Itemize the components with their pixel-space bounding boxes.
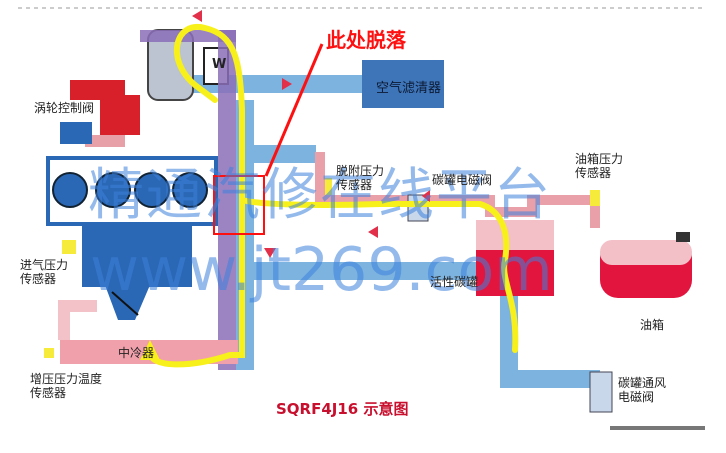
flow-arrow	[422, 190, 430, 202]
cylinder-1	[52, 172, 88, 208]
air-filter-box	[362, 60, 444, 108]
annotation-pointer	[264, 43, 324, 177]
flow-arrow	[192, 10, 202, 22]
pipe-to-canister	[254, 262, 504, 280]
intercooler-pipe-left	[62, 300, 97, 312]
cylinder-3	[134, 172, 170, 208]
purple-pipe	[218, 30, 236, 370]
diagram-title: SQRF4J16 示意图	[276, 400, 409, 418]
tank-pressure-sensor	[590, 190, 600, 206]
carbon-canister-top	[476, 220, 554, 250]
wastegate-label: W	[212, 57, 227, 72]
vent-pipe-horizontal	[500, 370, 600, 388]
label-canister-solenoid-valve: 碳罐电磁阀	[432, 173, 493, 187]
flow-arrow	[264, 248, 276, 258]
label-fuel-tank: 油箱	[640, 318, 665, 332]
fuel-cap	[676, 232, 690, 242]
label-fuel-tank-pressure-sensor: 油箱压力传感器	[575, 152, 624, 180]
label-intake-pressure-sensor: 进气压力传感器	[20, 258, 69, 286]
fault-highlight-box	[213, 175, 265, 235]
throttle-plate	[111, 291, 139, 316]
vent-solenoid	[589, 371, 613, 413]
intake-pressure-sensor	[62, 240, 76, 254]
flow-arrow	[368, 226, 378, 238]
flow-arrow	[282, 78, 292, 90]
watermark-line-2: www.jt269.com	[90, 235, 553, 305]
label-turbo-control-valve: 涡轮控制阀	[34, 101, 95, 115]
turbo-pink-pipe	[85, 135, 125, 147]
highlight-arrowhead	[140, 340, 160, 360]
label-air-filter: 空气滤清器	[376, 81, 442, 96]
intercooler-pipe-down	[58, 300, 70, 340]
label-activated-carbon-canister: 活性碳罐	[430, 275, 479, 289]
throttle-body	[105, 285, 150, 320]
label-intercooler: 中冷器	[118, 346, 155, 360]
cylinder-2	[95, 172, 131, 208]
fuel-tank-vapor	[600, 240, 692, 265]
watermark-line-1: 精通汽修在线平台	[88, 163, 552, 228]
turbo-control-valve	[60, 122, 92, 144]
cylinder-4	[172, 172, 208, 208]
label-canister-vent-solenoid-valve: 碳罐通风电磁阀	[618, 376, 667, 404]
label-boost-pressure-temp-sensor: 增压压力温度传感器	[30, 372, 103, 400]
turbo-red-block	[100, 95, 140, 135]
label-desorption-pressure-sensor: 脱附压力传感器	[336, 164, 385, 192]
boost-sensor	[44, 348, 54, 358]
intake-manifold	[82, 222, 192, 287]
fault-annotation: 此处脱落	[326, 28, 406, 52]
